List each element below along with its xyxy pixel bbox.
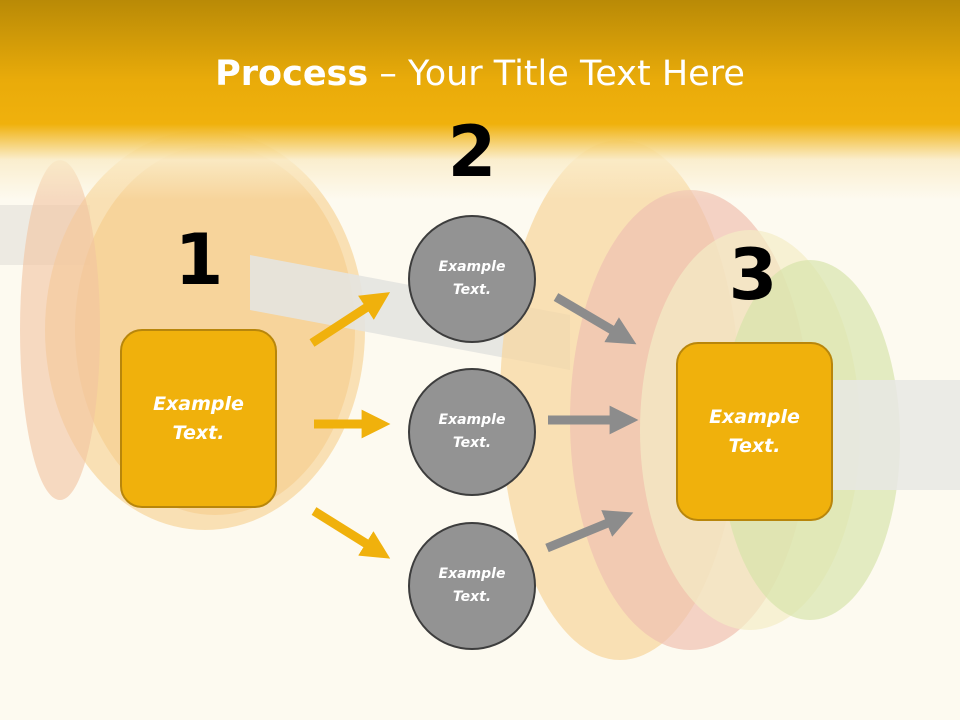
- arrow-left-to-bottom: [311, 507, 391, 559]
- header-band: [0, 0, 960, 200]
- title-rest: – Your Title Text Here: [368, 54, 745, 94]
- circle-top-label: Example Text.: [438, 259, 506, 298]
- right-step-box: Example Text.: [676, 342, 833, 521]
- circle-middle: Example Text.: [408, 368, 536, 496]
- circle-bottom-label: Example Text.: [438, 566, 506, 605]
- left-step-label: Example Text.: [153, 392, 244, 444]
- right-step-label: Example Text.: [709, 405, 800, 457]
- title-bold: Process: [215, 54, 369, 94]
- arrow-left-to-top: [309, 292, 391, 347]
- step-number-1: 1: [174, 219, 224, 301]
- left-step-box: Example Text.: [120, 329, 277, 508]
- arrow-top-to-right: [553, 293, 637, 345]
- circle-bottom: Example Text.: [408, 522, 536, 650]
- slide-title: Process – Your Title Text Here: [0, 52, 960, 96]
- step-number-2: 2: [447, 111, 497, 193]
- step-number-3: 3: [728, 234, 778, 316]
- circle-middle-label: Example Text.: [438, 412, 506, 451]
- arrow-bottom-to-right: [545, 510, 634, 553]
- circle-top: Example Text.: [408, 215, 536, 343]
